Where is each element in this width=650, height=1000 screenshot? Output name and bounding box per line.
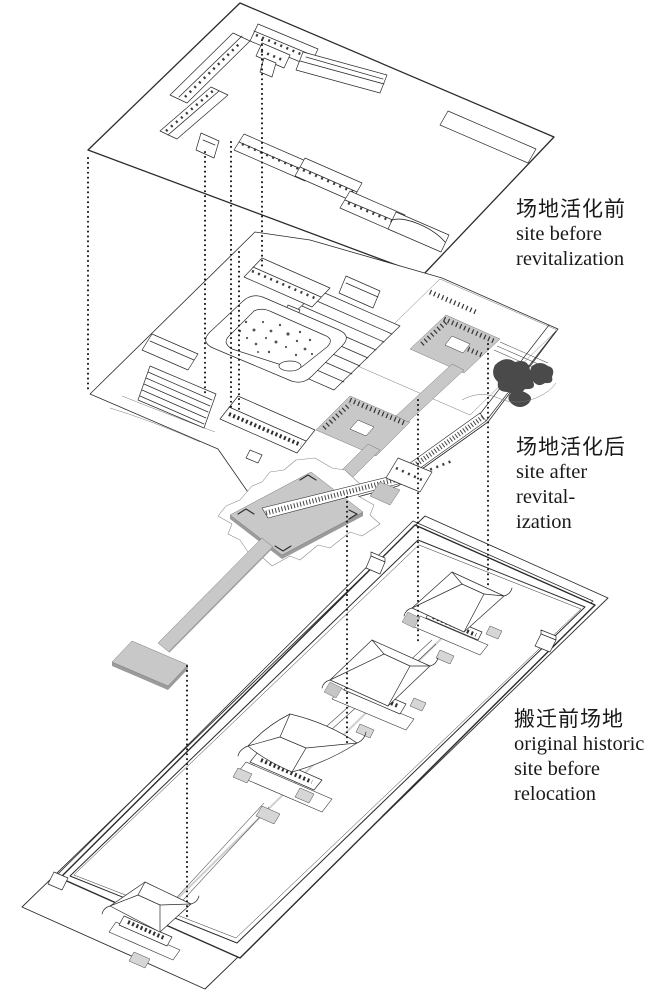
historic-hall-north: [401, 571, 513, 665]
axis-path-upper: [395, 363, 465, 423]
historic-hall-middle: [321, 639, 439, 739]
lattice-hall: [219, 395, 316, 464]
historic-gatehouse: [101, 881, 200, 969]
center-courtyard-plaza: [315, 395, 411, 457]
tree-cluster: [461, 359, 557, 407]
relocation-axis-path: [157, 537, 274, 653]
wall-pier: [534, 629, 557, 653]
layer-original-site: [21, 515, 609, 990]
east-courtyard-plaza: [409, 314, 501, 374]
label-site-before-zh: 场地活化前: [516, 197, 626, 221]
courtyard-pond: [278, 360, 302, 372]
wide-stairs: [137, 365, 217, 429]
industrial-shed: [159, 86, 229, 140]
label-original-site-en-line2: site before: [514, 758, 600, 780]
label-site-after-en-line2: ization: [516, 511, 572, 533]
label-site-after-zh: 场地活化后: [516, 435, 626, 459]
industrial-shed: [249, 23, 319, 78]
label-site-before-en-line1: site before: [516, 223, 602, 245]
label-site-after: 场地活化后 site after revital- ization: [516, 434, 650, 535]
label-original-site-en-line3: relocation: [514, 783, 596, 805]
label-site-before: 场地活化前 site before revitalization: [516, 196, 626, 272]
garden-stipple: [238, 320, 314, 357]
site-plane-outline: [87, 2, 555, 276]
label-original-site-zh: 搬迁前场地: [514, 707, 624, 731]
industrial-shed: [233, 133, 316, 182]
layer-site-after: [89, 231, 559, 690]
small-structure: [195, 132, 220, 159]
empty-lot-outline: [439, 110, 537, 164]
west-annex: [141, 333, 199, 371]
wall-pier: [365, 551, 386, 575]
entrance-pavilion: [369, 457, 433, 506]
label-site-after-en-line1: site after revital-: [516, 461, 588, 508]
wall-corner-post: [47, 871, 69, 891]
vaulted-shed: [387, 211, 450, 253]
tower-block: [338, 275, 381, 309]
industrial-shed: [295, 51, 388, 94]
ring-courtyard-building: [205, 295, 347, 383]
layer-site-before: [87, 2, 555, 276]
historic-hall-large: [232, 713, 367, 825]
gray-square-plaza: [217, 457, 381, 567]
dotted-connector-lines: [87, 39, 489, 919]
label-original-site: 搬迁前场地 original historic site before relo…: [514, 706, 644, 807]
relocation-pad: [111, 640, 189, 690]
label-site-before-en-line2: revitalization: [516, 248, 625, 270]
label-original-site-en-line1: original historic: [514, 733, 645, 755]
